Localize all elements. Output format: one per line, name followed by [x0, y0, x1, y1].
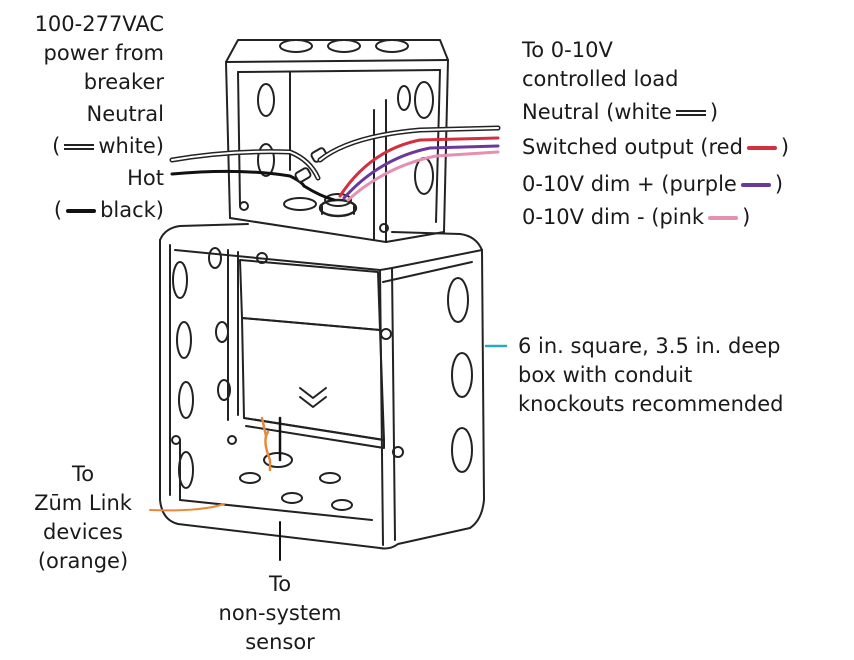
hot-wire-in [170, 169, 306, 188]
small-junction-box [225, 39, 449, 243]
orange-wire [264, 430, 272, 472]
load-label-2: controlled load [522, 67, 679, 91]
switched-legend: Switched output (red) [522, 135, 790, 159]
dim-plus-legend: 0-10V dim + (purple) [522, 172, 784, 196]
power-label-1: 100-277VAC [34, 12, 164, 36]
hot-legend: (black) [53, 198, 164, 222]
load-label-1: To 0-10V [522, 38, 613, 62]
sensor-label-1: To [268, 572, 292, 596]
sensor-label-3: sensor [245, 630, 315, 654]
red-wire [338, 136, 500, 198]
purple-wire [342, 144, 500, 200]
zum-label-2: Zūm Link [34, 491, 132, 515]
sensor-label-2: non-system [218, 601, 342, 625]
power-label-3: breaker [83, 70, 164, 94]
dim-minus-legend: 0-10V dim - (pink) [522, 205, 751, 229]
neutral-swatch [64, 144, 95, 150]
neutral-out-legend: Neutral (white) [522, 100, 719, 124]
zum-label-1: To [71, 462, 95, 486]
zum-leader-line [149, 503, 225, 512]
neutral-legend: (white) [52, 134, 164, 158]
pink-swatch [708, 216, 739, 220]
wires [149, 125, 508, 561]
box-label-2: box with conduit [518, 363, 693, 387]
pink-wire [346, 150, 500, 202]
purple-swatch [740, 183, 771, 187]
neutral-label: Neutral [86, 102, 164, 126]
hot-label: Hot [127, 166, 164, 190]
zum-label-3: devices [43, 520, 123, 544]
power-label-2: power from [43, 41, 164, 65]
large-junction-box [159, 223, 485, 550]
box-label-3: knockouts recommended [518, 392, 784, 416]
neutral-out-swatch [675, 110, 706, 116]
zum-label-4: (orange) [37, 549, 129, 573]
box-label-1: 6 in. square, 3.5 in. deep [518, 334, 781, 358]
hot-swatch [66, 209, 97, 213]
red-swatch [746, 146, 777, 150]
